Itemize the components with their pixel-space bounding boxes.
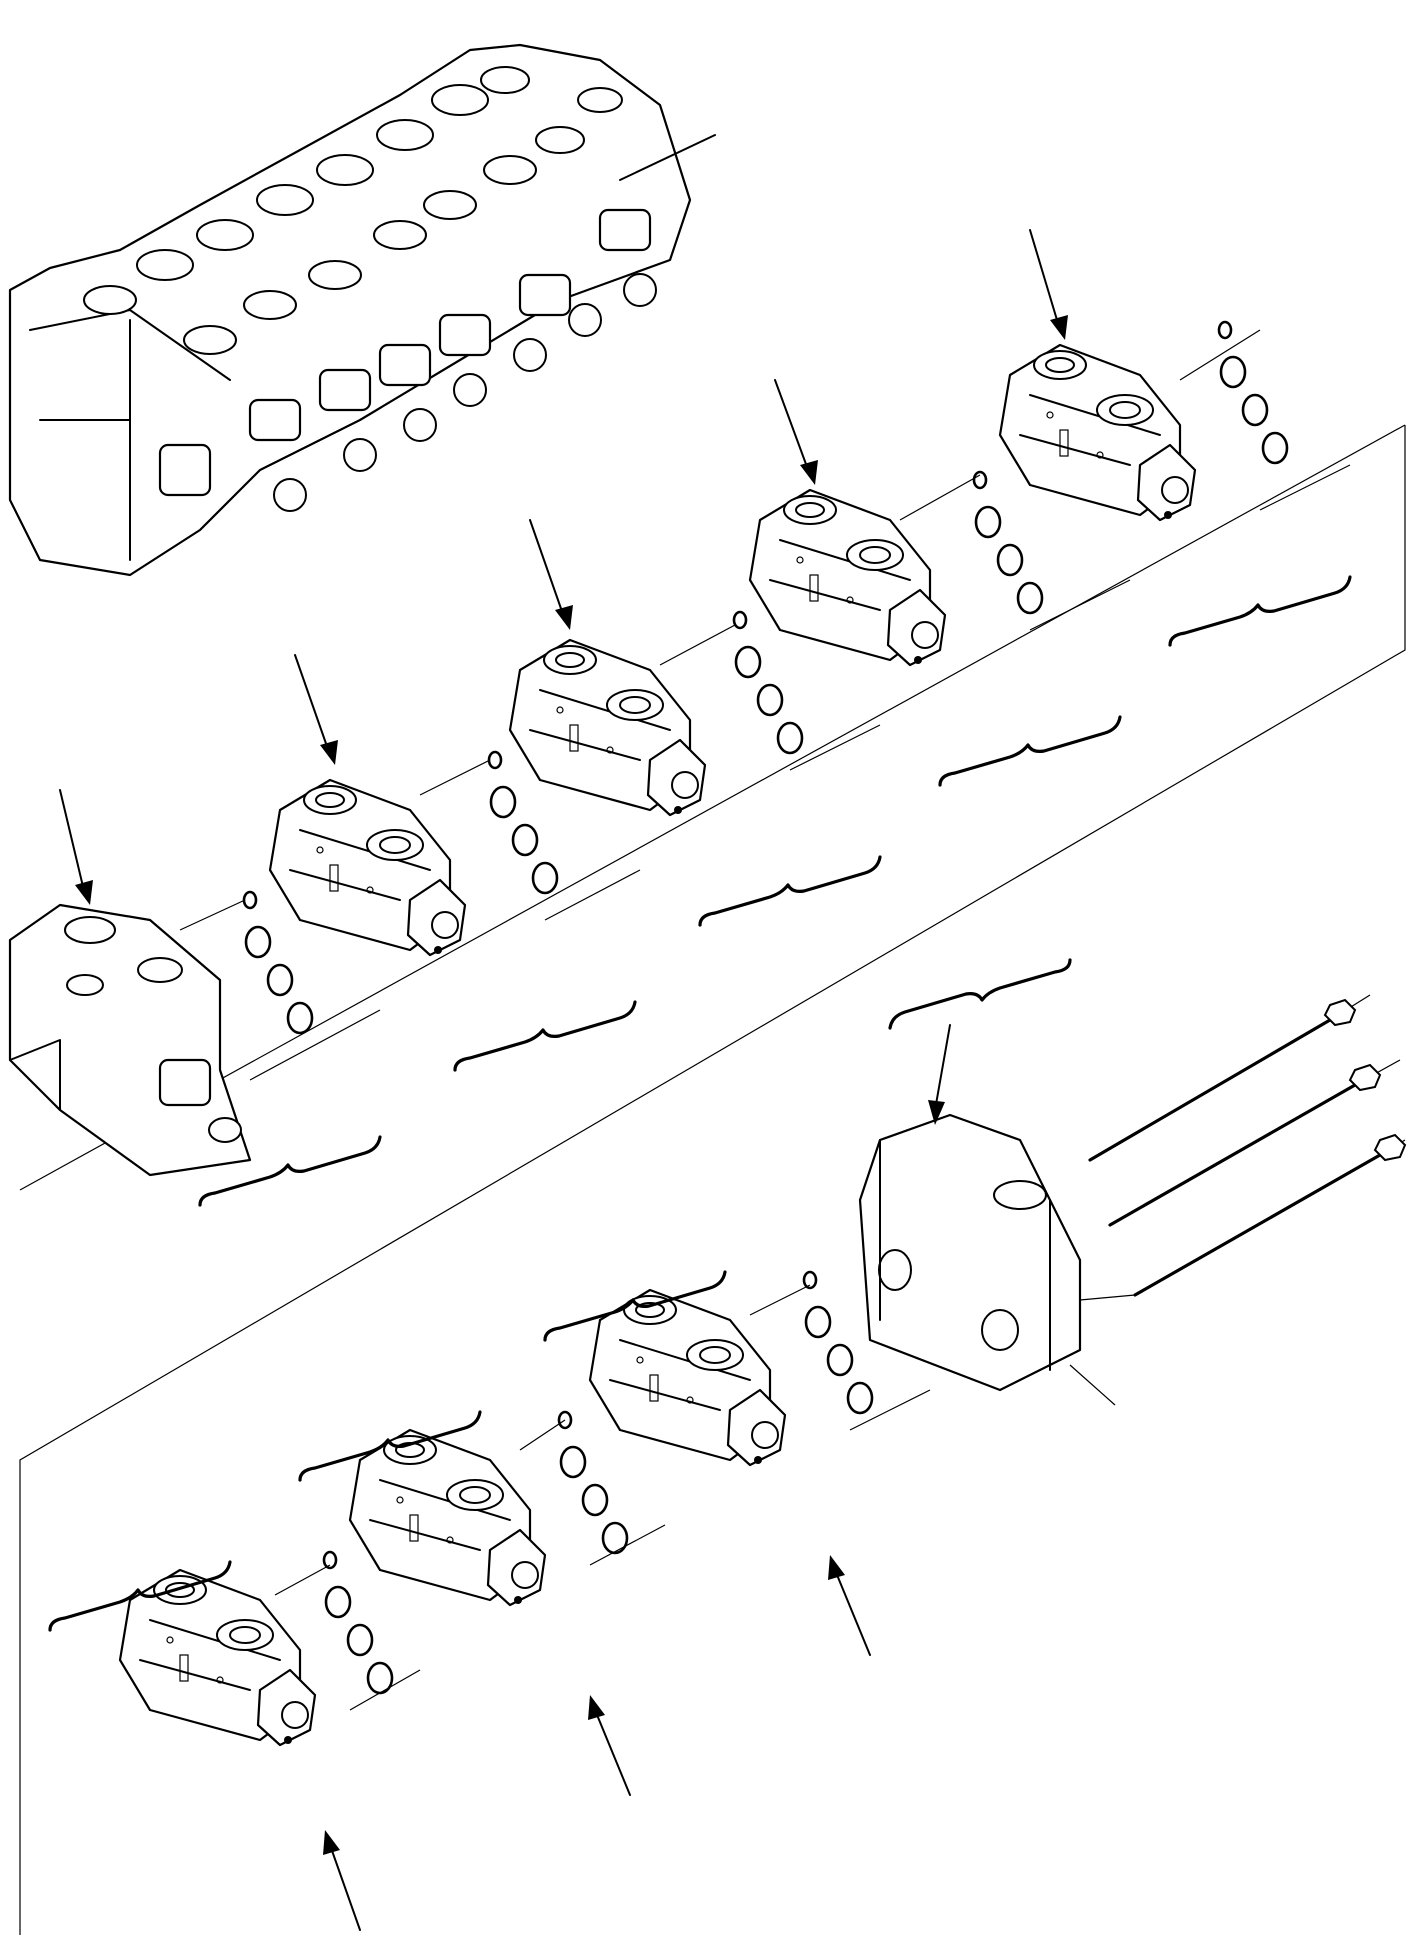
section-arrows-lower [323,1024,951,1931]
explosion-frame [19,424,1406,1935]
section-arrows-upper [59,229,1068,905]
inlet-section [8,903,252,1177]
lower-exploded-row [48,958,1407,1931]
assembled-ports [83,66,623,355]
assembled-valve-bank [8,43,716,577]
tie-rods [1079,994,1407,1301]
assembly-lines-lower [274,1284,1116,1711]
upper-exploded-row [8,229,1352,1207]
assembly-lines-upper [179,329,1351,1081]
outlet-end-cover [858,1113,1082,1392]
assembled-spool-caps [158,208,657,512]
